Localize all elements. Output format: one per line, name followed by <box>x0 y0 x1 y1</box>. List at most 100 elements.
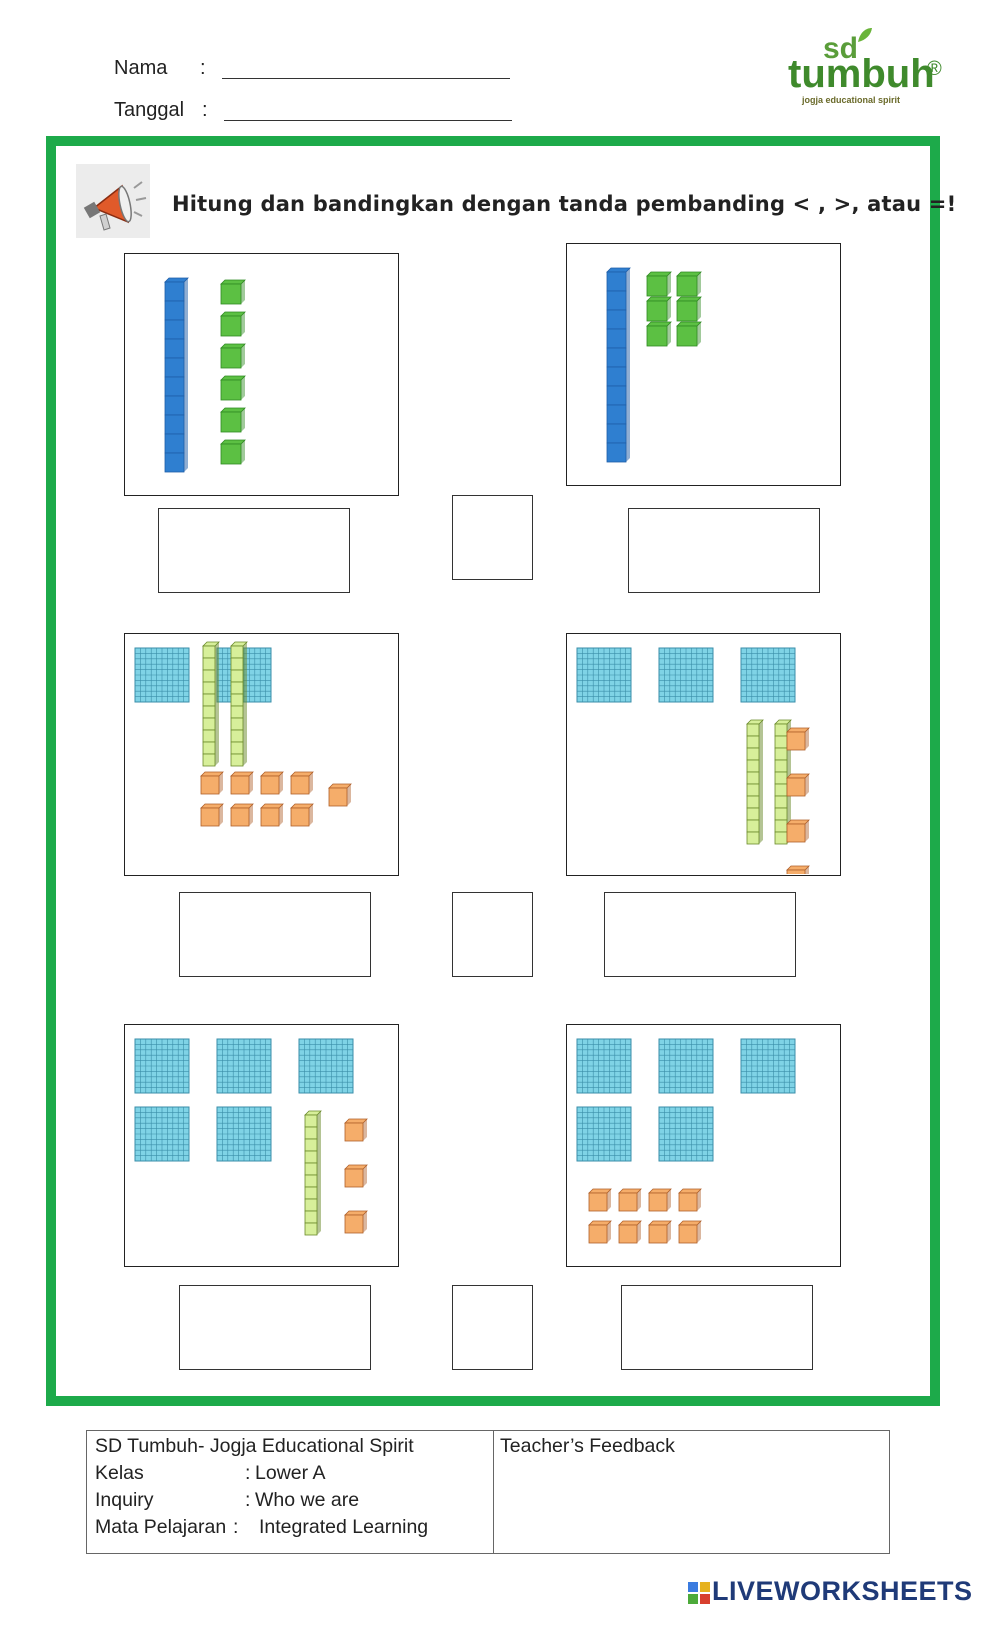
one-cube-block <box>588 1188 612 1212</box>
hundred-flat-block <box>576 1106 632 1162</box>
one-cube-block <box>220 407 246 433</box>
one-cube-block <box>328 783 352 807</box>
subject-sep: : <box>233 1516 250 1538</box>
one-cube-block <box>290 771 314 795</box>
problem-3-left-answer[interactable] <box>179 1285 371 1370</box>
hundred-flat-block <box>658 1106 714 1162</box>
worksheet-frame <box>46 136 940 1406</box>
one-cube-block <box>344 1210 368 1234</box>
base-ten-blocks <box>606 267 702 463</box>
problem-2-right-answer[interactable] <box>604 892 796 977</box>
one-cube-block <box>786 727 810 751</box>
one-cube-block <box>230 771 254 795</box>
hundred-flat-block <box>216 1038 272 1094</box>
one-cube-block <box>618 1188 642 1212</box>
one-cube-block <box>786 819 810 843</box>
one-cube-block <box>220 279 246 305</box>
one-cube-block <box>588 1220 612 1244</box>
one-cube-block <box>786 773 810 797</box>
hundred-flat-block <box>134 1106 190 1162</box>
problem-1-right-picture <box>566 243 841 486</box>
ten-rod-block <box>230 641 248 767</box>
liveworksheets-logo-icon <box>688 1582 710 1604</box>
inquiry-value: Who we are <box>255 1489 360 1511</box>
leaf-icon <box>858 28 872 42</box>
one-cube-block <box>200 771 224 795</box>
one-cube-block <box>648 1220 672 1244</box>
teacher-feedback-label: Teacher’s Feedback <box>500 1435 675 1457</box>
class-label: Kelas <box>95 1462 144 1484</box>
hundred-flat-block <box>740 1038 796 1094</box>
logo-sd-text: sd <box>823 32 859 65</box>
one-cube-block <box>618 1220 642 1244</box>
one-cube-block <box>678 1220 702 1244</box>
one-cube-block <box>646 296 672 322</box>
base-ten-blocks <box>134 1038 368 1236</box>
name-label: Nama <box>114 57 168 79</box>
one-cube-block <box>646 321 672 347</box>
school-name: SD Tumbuh- Jogja Educational Spirit <box>95 1435 414 1457</box>
problem-1-left-picture <box>124 253 399 496</box>
one-cube-block <box>260 803 284 827</box>
info-table: SD Tumbuh- Jogja Educational Spirit Kela… <box>86 1430 890 1554</box>
ten-rod-block <box>606 267 631 463</box>
one-cube-block <box>648 1188 672 1212</box>
one-cube-block <box>200 803 224 827</box>
hundred-flat-block <box>134 647 190 703</box>
problem-1-comparison-answer[interactable] <box>452 495 533 580</box>
hundred-flat-block <box>298 1038 354 1094</box>
problem-2-left-picture <box>124 633 399 876</box>
one-cube-block <box>678 1188 702 1212</box>
problem-2-right-picture <box>566 633 938 1073</box>
class-value: Lower A <box>255 1462 326 1484</box>
problem-2-comparison-answer[interactable] <box>452 892 533 977</box>
hundred-flat-block <box>134 1038 190 1094</box>
name-colon: : <box>200 57 206 79</box>
hundred-flat-block <box>576 1038 632 1094</box>
hundred-flat-block <box>740 647 796 703</box>
instruction-title: Hitung dan bandingkan dengan tanda pemba… <box>172 192 957 216</box>
subject-value: Integrated Learning <box>259 1516 429 1538</box>
hundred-flat-block <box>658 1038 714 1094</box>
class-sep: : <box>245 1462 256 1484</box>
logo-main-text: tumbuh <box>788 52 935 96</box>
problem-1-left-answer[interactable] <box>158 508 350 593</box>
date-colon: : <box>202 99 208 121</box>
ten-rod-block <box>304 1110 322 1236</box>
liveworksheets-text: LIVEWORKSHEETS <box>712 1576 973 1606</box>
one-cube-block <box>646 271 672 297</box>
date-field[interactable] <box>224 119 512 121</box>
problem-2-left-answer[interactable] <box>179 892 371 977</box>
inquiry-sep: : <box>245 1489 256 1511</box>
hundred-flat-block <box>576 647 632 703</box>
school-logo: sd tumbuh ® jogja educational spirit <box>785 22 955 112</box>
ten-rod-block <box>164 277 189 473</box>
one-cube-block <box>230 803 254 827</box>
logo-tagline: jogja educational spirit <box>802 95 901 105</box>
name-field[interactable] <box>222 77 510 79</box>
one-cube-block <box>676 296 702 322</box>
problem-1-right-answer[interactable] <box>628 508 820 593</box>
date-label: Tanggal <box>114 99 185 121</box>
hundred-flat-block <box>216 1106 272 1162</box>
registered-mark: ® <box>927 58 942 80</box>
problem-3-right-answer[interactable] <box>621 1285 813 1370</box>
one-cube-block <box>220 343 246 369</box>
one-cube-block <box>344 1164 368 1188</box>
one-cube-block <box>220 311 246 337</box>
hundred-flat-block <box>658 647 714 703</box>
one-cube-block <box>220 375 246 401</box>
one-cube-block <box>290 803 314 827</box>
one-cube-block <box>344 1118 368 1142</box>
one-cube-block <box>786 865 810 889</box>
base-ten-blocks <box>576 1038 796 1244</box>
table-divider <box>493 1431 494 1553</box>
base-ten-blocks <box>576 647 938 1073</box>
problem-3-comparison-answer[interactable] <box>452 1285 533 1370</box>
subject-label: Mata Pelajaran <box>95 1516 227 1538</box>
one-cube-block <box>676 321 702 347</box>
problem-3-left-picture <box>124 1024 399 1267</box>
liveworksheets-brand: LIVEWORKSHEETS <box>688 1576 978 1610</box>
megaphone-icon <box>76 164 150 238</box>
ten-rod-block <box>746 719 764 845</box>
